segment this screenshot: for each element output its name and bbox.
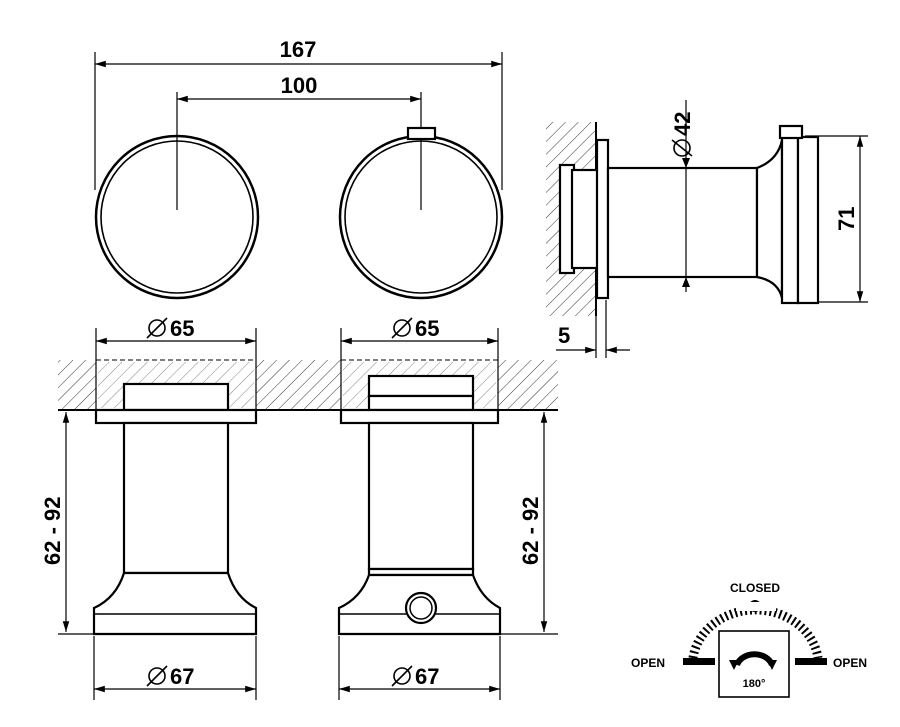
- dimension-label-65-left: 65: [170, 316, 194, 341]
- right-sleeve: [367, 421, 475, 571]
- rotation-arrowhead-icon: [767, 660, 777, 670]
- arrow: [682, 277, 690, 287]
- arc-gap: [736, 602, 776, 611]
- knob-cap: [780, 135, 800, 305]
- open-right-bar: [795, 658, 827, 665]
- diameter-symbol-slash: [146, 665, 168, 687]
- angle-label: 180°: [743, 678, 766, 690]
- diameter-symbol: [393, 319, 411, 337]
- dimension-label-65-right: 65: [415, 316, 439, 341]
- rotation-icon-box: [718, 630, 790, 698]
- right-cartridge-top: [367, 374, 475, 398]
- arrow: [682, 158, 690, 168]
- diameter-symbol: [148, 319, 166, 337]
- diameter-symbol: [673, 139, 691, 157]
- dimension-label-42-group: 42: [670, 112, 695, 157]
- left-cartridge-top: [122, 382, 230, 412]
- knob-top-tab: [778, 124, 804, 140]
- rotation-legend: CLOSED OPEN OPEN 180°: [631, 581, 867, 698]
- diameter-symbol: [148, 667, 166, 685]
- diameter-symbol-slash: [146, 317, 168, 339]
- left-knob-outer-ring: [94, 134, 260, 300]
- open-right-label: OPEN: [833, 656, 867, 670]
- left-handle-base: [92, 571, 258, 636]
- rotation-arrowhead-icon: [729, 660, 739, 670]
- side-view: 42 71 5: [546, 100, 868, 358]
- dimension-label-depth-left: 62 - 92: [40, 497, 65, 566]
- right-indicator-button-inner: [409, 596, 433, 620]
- closed-label: CLOSED: [730, 581, 780, 595]
- open-left-bar: [683, 658, 715, 665]
- dimension-label-5: 5: [558, 323, 570, 348]
- dimension-label-67-right: 67: [415, 664, 439, 689]
- dimension-label-42: 42: [670, 112, 695, 136]
- knob-head: [755, 139, 784, 299]
- dimension-label-100: 100: [281, 73, 318, 98]
- right-knob-inner-ring: [344, 140, 498, 294]
- front-view: 167 100: [94, 37, 504, 300]
- plan-view: 65 65 62 - 92 62 - 92: [40, 316, 558, 700]
- left-sleeve: [122, 421, 230, 575]
- left-flange: [94, 408, 258, 425]
- dimension-label-71: 71: [834, 207, 859, 231]
- diameter-symbol-slash: [391, 317, 413, 339]
- left-knob-inner-ring: [100, 140, 254, 294]
- sleeve: [606, 166, 759, 279]
- right-flange: [339, 408, 500, 425]
- diameter-symbol: [393, 667, 411, 685]
- knob-face: [796, 135, 820, 305]
- dimension-label-depth-right: 62 - 92: [518, 497, 543, 566]
- dimension-label-67-left: 67: [170, 664, 194, 689]
- diameter-symbol-slash: [391, 665, 413, 687]
- right-cartridge-ring: [367, 394, 475, 412]
- flange-plate: [595, 138, 610, 300]
- knob-indicator-tab: [406, 126, 437, 141]
- cartridge-neck: [570, 168, 602, 270]
- diameter-symbol-slash: [671, 139, 693, 157]
- open-left-label: OPEN: [631, 656, 665, 670]
- dimension-label-167: 167: [280, 37, 317, 62]
